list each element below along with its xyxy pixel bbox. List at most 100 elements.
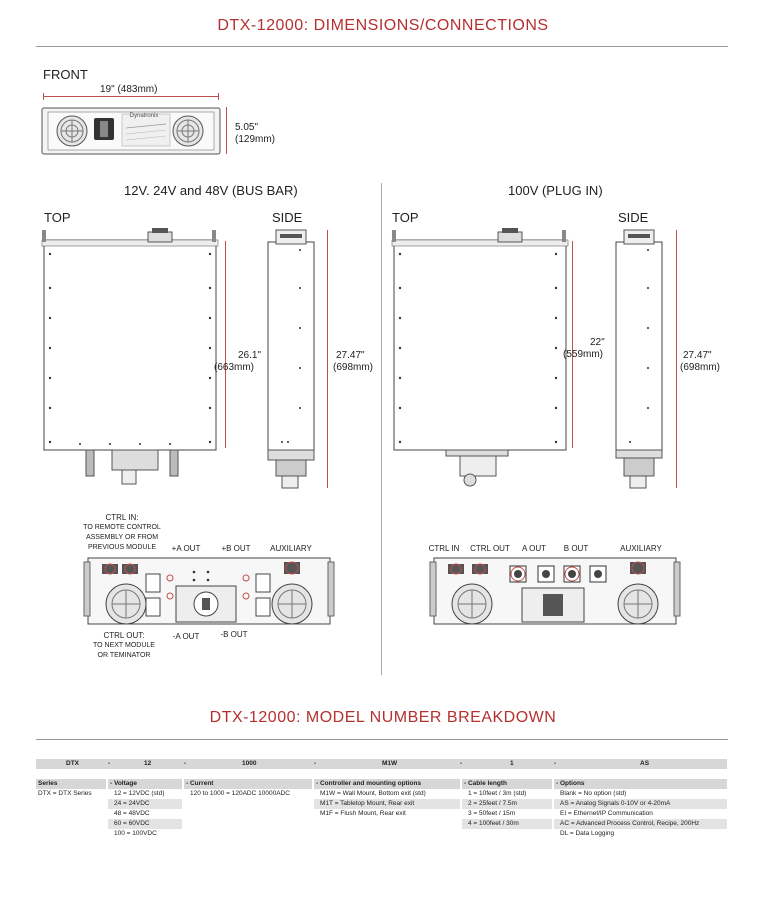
controller-title: - Controller and mounting options (314, 779, 460, 789)
cable-row: 2 = 25feet / 7.5m (462, 799, 552, 809)
front-height-line (226, 107, 227, 154)
plug-in-ctrl-out-label: CTRL OUT (470, 544, 510, 553)
options-column: - Options Blank = No option (std) AS = A… (554, 779, 727, 839)
front-width-line (43, 96, 219, 97)
voltage-row: 48 = 48VDC (114, 810, 150, 817)
plug-in-b-out-label: B OUT (563, 544, 589, 553)
series-column: Series DTX = DTX Series (36, 779, 106, 799)
header-controller: M1W (382, 760, 398, 767)
header-dash-2: - (184, 760, 187, 767)
cable-row: 4 = 100feet / 30m (462, 819, 552, 829)
header-dash-4: - (460, 760, 463, 767)
cable-title-text: Cable length (467, 780, 507, 787)
bus-bar-side-dim-1: 27.47" (336, 350, 365, 361)
plug-in-side-label: SIDE (618, 210, 649, 225)
plug-in-top-label: TOP (392, 210, 419, 225)
plug-in-side-depth-line (676, 230, 677, 488)
ctrl-in-line-2: TO REMOTE CONTROL (83, 524, 161, 531)
cable-column: - Cable length 1 = 10feet / 3m (std) 2 =… (462, 779, 552, 829)
voltage-row: 24 = 24VDC (108, 799, 182, 809)
front-panel-drawing (41, 107, 221, 155)
options-row: AS = Analog Signals 0-10V or 4-20mA (554, 799, 727, 809)
series-row: DTX = DTX Series (38, 790, 92, 797)
front-width-tick-left (43, 93, 44, 100)
model-title-rule (36, 739, 728, 740)
bus-bar-side-depth-line (327, 230, 328, 488)
header-cable: 1 (510, 760, 514, 767)
cable-row: 1 = 10feet / 3m (std) (468, 790, 527, 797)
controller-row: M1T = Tabletop Mount, Rear exit (314, 799, 460, 809)
plug-in-heading: 100V (PLUG IN) (508, 183, 603, 198)
front-width-tick-right (218, 93, 219, 100)
voltage-row: 100 = 100VDC (114, 830, 157, 837)
front-width-dimension: 19" (483mm) (100, 84, 158, 95)
plug-in-side-dim-1: 27.47" (683, 350, 712, 361)
options-row: AC = Advanced Process Control, Recipe, 2… (554, 819, 727, 829)
bus-bar-aux-label: AUXILIARY (270, 544, 312, 553)
header-options: AS (640, 760, 650, 767)
bus-bar-top-label: TOP (44, 210, 71, 225)
bus-bar-minus-b-label: -B OUT (220, 630, 248, 639)
bus-bar-top-dim-2: (663mm) (214, 362, 255, 373)
options-title-text: Options (559, 780, 585, 787)
ctrl-in-line-1: CTRL IN: (105, 513, 139, 522)
options-row: Blank = No option (std) (560, 790, 627, 797)
voltage-title-text: Voltage (113, 780, 137, 787)
options-row: DL = Data Logging (560, 830, 615, 837)
bus-bar-top-dim-1: 26.1" (238, 350, 262, 361)
controller-row: M1F = Flush Mount, Rear exit (320, 810, 406, 817)
header-dash-3: - (314, 760, 317, 767)
plug-in-side-dim-2: (698mm) (680, 362, 721, 373)
ctrl-in-line-4: PREVIOUS MODULE (87, 544, 157, 551)
header-current: 1000 (242, 760, 257, 767)
title-rule (36, 46, 728, 47)
plug-in-top-dim-2: (559mm) (563, 349, 604, 360)
plug-in-aux-label: AUXILIARY (620, 544, 662, 553)
front-logo: Dynatronix (129, 113, 159, 119)
controller-title-text: Controller and mounting options (319, 780, 422, 787)
bus-bar-side-view (267, 229, 315, 489)
plug-in-rear-panel (429, 557, 681, 625)
bus-bar-ctrl-in-label: CTRL IN: TO REMOTE CONTROL ASSEMBLY OR F… (80, 513, 164, 553)
ctrl-out-line-2: TO NEXT MODULE (93, 642, 155, 649)
voltage-row: 12 = 12VDC (std) (114, 790, 165, 797)
dimensions-title: DTX-12000: DIMENSIONS/CONNECTIONS (217, 17, 549, 34)
front-height-dimension-2: (129mm) (235, 134, 276, 145)
current-title-text: Current (189, 780, 214, 787)
ctrl-out-line-3: OR TEMINATOR (97, 652, 151, 659)
bus-bar-heading: 12V. 24V and 48V (BUS BAR) (124, 183, 298, 198)
bus-bar-plus-a-label: +A OUT (171, 544, 201, 553)
current-column: - Current 120 to 1000 = 120ADC 10000ADC (184, 779, 312, 799)
current-row: 120 to 1000 = 120ADC 10000ADC (190, 790, 290, 797)
header-voltage: 12 (144, 760, 152, 767)
series-title: Series (36, 779, 106, 789)
plug-in-top-dim-1: 22" (590, 337, 605, 348)
cable-row: 3 = 50feet / 15m (468, 810, 516, 817)
controller-column: - Controller and mounting options M1W = … (314, 779, 460, 819)
ctrl-out-line-1: CTRL OUT: (103, 631, 145, 640)
plug-in-ctrl-in-label: CTRL IN (428, 544, 460, 553)
options-row: EI = Ethernet/IP Communication (560, 810, 653, 817)
plug-in-a-out-label: A OUT (521, 544, 546, 553)
model-number-header: DTX - 12 - 1000 - M1W - 1 - AS (36, 759, 727, 769)
header-dash-1: - (108, 760, 111, 767)
options-title: - Options (554, 779, 727, 789)
bus-bar-ctrl-out-label: CTRL OUT: TO NEXT MODULE OR TEMINATOR (84, 631, 164, 661)
header-series: DTX (66, 760, 79, 767)
bus-bar-rear-panel (83, 557, 335, 625)
plug-in-top-depth-line (572, 241, 573, 448)
section-divider (381, 183, 382, 675)
bus-bar-plus-b-label: +B OUT (221, 544, 251, 553)
header-dash-5: - (554, 760, 557, 767)
bus-bar-minus-a-label: -A OUT (172, 632, 200, 641)
bus-bar-top-depth-line (225, 241, 226, 448)
front-label: FRONT (43, 67, 88, 82)
voltage-column: - Voltage 12 = 12VDC (std) 24 = 24VDC 48… (108, 779, 182, 839)
cable-title: - Cable length (462, 779, 552, 789)
bus-bar-top-view (41, 228, 219, 485)
bus-bar-side-label: SIDE (272, 210, 303, 225)
voltage-row: 60 = 60VDC (108, 819, 182, 829)
controller-row: M1W = Wall Mount, Bottom exit (std) (320, 790, 426, 797)
plug-in-top-view (391, 228, 569, 487)
ctrl-in-line-3: ASSEMBLY OR FROM (85, 534, 159, 541)
